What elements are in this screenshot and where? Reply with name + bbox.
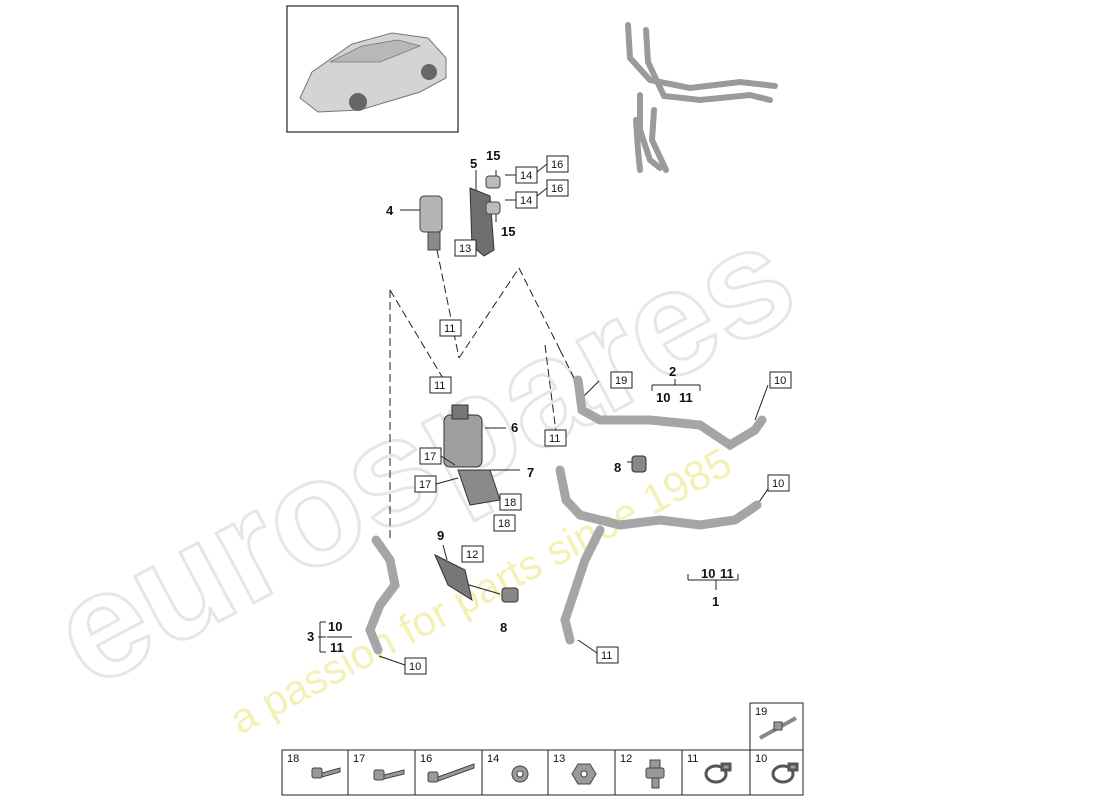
legend-label-18: 18: [287, 753, 299, 765]
hose-assembly-overview: [625, 22, 778, 173]
callout-4: 4: [386, 203, 394, 218]
washer-14-icon: [511, 765, 529, 783]
clamp-10-icon: [771, 762, 799, 784]
box-16-bottom: 16: [551, 183, 563, 195]
callout-1: 1: [712, 594, 719, 609]
box-10-a: 10: [774, 375, 786, 387]
box-18-a: 18: [504, 497, 516, 509]
callout-15-bottom: 15: [501, 224, 515, 239]
stud-12-icon: [645, 759, 665, 789]
callout-3: 3: [307, 629, 314, 644]
group-10-11-left: 10 11: [319, 619, 352, 655]
group-upper-11: 11: [679, 390, 693, 405]
valve-assembly: [419, 175, 501, 257]
callout-numbers: 4 5 15 15 6 7 8 8 9 2 1 3: [307, 148, 719, 644]
nut-13-icon: [571, 763, 597, 785]
box-11-c: 11: [549, 433, 560, 445]
group-10-11-upper: 10 11: [651, 379, 701, 405]
legend-label-14: 14: [487, 753, 499, 765]
hose-2: [573, 375, 767, 451]
callout-7: 7: [527, 465, 534, 480]
legend-label-16: 16: [420, 753, 432, 765]
group-upper-10: 10: [656, 390, 670, 405]
pump-assembly: [443, 404, 501, 506]
group-left-11: 11: [330, 640, 344, 655]
legend-cell-19-label: 19: [755, 706, 767, 718]
clamp-8: [433, 455, 647, 603]
clamp-11-icon: [704, 762, 732, 784]
box-11-b: 11: [434, 380, 445, 392]
box-10-c: 10: [409, 661, 421, 673]
box-12: 12: [466, 549, 478, 561]
box-18-b: 18: [498, 518, 510, 530]
hose-1: [555, 465, 762, 645]
bolt-16-icon: [427, 763, 475, 783]
box-14-bottom: 14: [520, 195, 532, 207]
callout-6: 6: [511, 420, 518, 435]
callout-5: 5: [470, 156, 477, 171]
box-16-top: 16: [551, 159, 563, 171]
callout-2: 2: [669, 364, 676, 379]
screw-17-icon: [373, 769, 405, 781]
vehicle-thumbnail: [286, 5, 459, 133]
box-13: 13: [459, 243, 471, 255]
fastener-legend: 19 18 17 16 14 13 12 11 10: [281, 702, 804, 796]
box-17-b: 17: [419, 479, 431, 491]
callout-15-top: 15: [486, 148, 500, 163]
hose-3: [365, 535, 400, 655]
screw-18-icon: [311, 767, 341, 779]
box-11-d: 11: [601, 650, 612, 662]
legend-label-17: 17: [353, 753, 365, 765]
box-11-a: 11: [444, 323, 455, 335]
box-14-top: 14: [520, 170, 532, 182]
group-lower-10: 10: [701, 566, 715, 581]
callout-8-upper: 8: [614, 460, 621, 475]
boxed-labels: 16 14 16 14 13 11 11 11 11 19 10 10 10 1…: [404, 155, 792, 675]
group-left-10: 10: [328, 619, 342, 634]
callout-9: 9: [437, 528, 444, 543]
legend-label-12: 12: [620, 753, 632, 765]
group-10-11-lower: 10 11: [687, 566, 739, 590]
callout-8-lower: 8: [500, 620, 507, 635]
box-17-a: 17: [424, 451, 436, 463]
box-19: 19: [615, 375, 627, 387]
legend-label-10: 10: [755, 753, 767, 765]
box-10-b: 10: [772, 478, 784, 490]
leader-lines: [389, 249, 576, 540]
legend-label-11: 11: [687, 753, 698, 765]
legend-label-13: 13: [553, 753, 565, 765]
group-lower-11: 11: [720, 566, 734, 581]
